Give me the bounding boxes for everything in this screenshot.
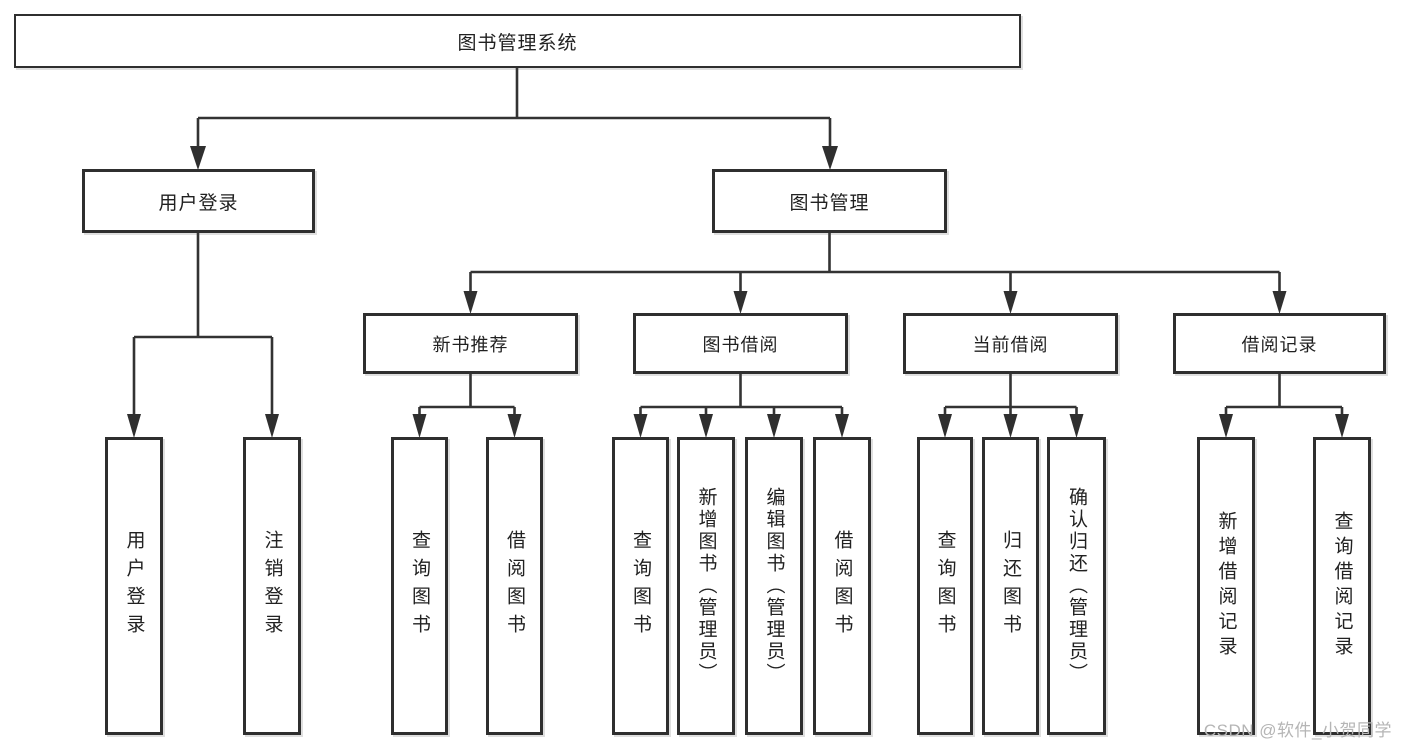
arrow-down-icon [1069,414,1084,438]
arrow-down-icon [412,414,427,438]
arrow-down-icon [1219,414,1233,438]
node-new-book-recommend: 新书推荐 [363,313,578,374]
arrow-down-icon [1003,414,1018,438]
leaf-label: 新增图书（管理员） [695,487,717,685]
arrow-down-icon [733,291,748,314]
arrow-down-icon [1003,291,1018,314]
leaf-label: 查询借阅记录 [1331,511,1353,661]
arrow-down-icon [190,146,206,170]
leaf-borrow-books-1: 借阅图书 [486,437,543,735]
node-user-login-branch: 用户登录 [82,169,315,233]
leaf-label: 新增借阅记录 [1215,511,1237,661]
leaf-query-books-3: 查询图书 [917,437,973,735]
arrow-down-icon [507,414,522,438]
leaf-logout: 注销登录 [243,437,301,735]
arrow-down-icon [463,291,478,314]
leaf-label: 查询图书 [409,530,430,642]
connector-new-book-split [412,374,522,438]
leaf-return-books: 归还图书 [982,437,1039,735]
arrow-down-icon [835,414,849,438]
leaf-add-books-admin: 新增图书（管理员） [677,437,735,735]
leaf-label: 用户登录 [123,530,145,642]
connector-borrow-record-split [1219,374,1349,438]
leaf-edit-books-admin: 编辑图书（管理员） [745,437,803,735]
connector-root-split [190,68,838,170]
leaf-label: 编辑图书（管理员） [763,487,785,685]
arrow-down-icon [265,414,279,438]
leaf-user-login: 用户登录 [105,437,163,735]
leaf-confirm-return-admin: 确认归还（管理员） [1047,437,1106,735]
connector-user-login-split [127,233,279,438]
node-book-borrow: 图书借阅 [633,313,848,374]
leaf-label: 确认归还（管理员） [1066,487,1087,685]
connector-current-borrow-split [938,374,1084,438]
arrow-down-icon [1272,291,1287,314]
leaf-borrow-books-2: 借阅图书 [813,437,871,735]
leaf-add-borrow-record: 新增借阅记录 [1197,437,1255,735]
arrow-down-icon [767,414,781,438]
node-current-borrow: 当前借阅 [903,313,1118,374]
node-borrow-record: 借阅记录 [1173,313,1386,374]
leaf-query-books-1: 查询图书 [391,437,448,735]
leaf-label: 借阅图书 [831,530,853,642]
node-book-management-branch: 图书管理 [712,169,947,233]
connector-book-borrow-split [633,374,849,438]
arrow-down-icon [127,414,141,438]
arrow-down-icon [699,414,713,438]
leaf-label: 注销登录 [261,530,283,642]
leaf-label: 借阅图书 [504,530,525,642]
arrow-down-icon [822,146,838,170]
leaf-query-books-2: 查询图书 [612,437,669,735]
connector-book-management-split [463,233,1287,314]
csdn-watermark: CSDN @软件_小贺同学 [1203,721,1392,740]
arrow-down-icon [633,414,648,438]
arrow-down-icon [938,414,952,438]
leaf-query-borrow-record: 查询借阅记录 [1313,437,1371,735]
arrow-down-icon [1335,414,1349,438]
leaf-label: 查询图书 [630,530,651,642]
leaf-label: 归还图书 [1000,530,1021,642]
leaf-label: 查询图书 [934,530,956,642]
node-library-system: 图书管理系统 [14,14,1021,68]
